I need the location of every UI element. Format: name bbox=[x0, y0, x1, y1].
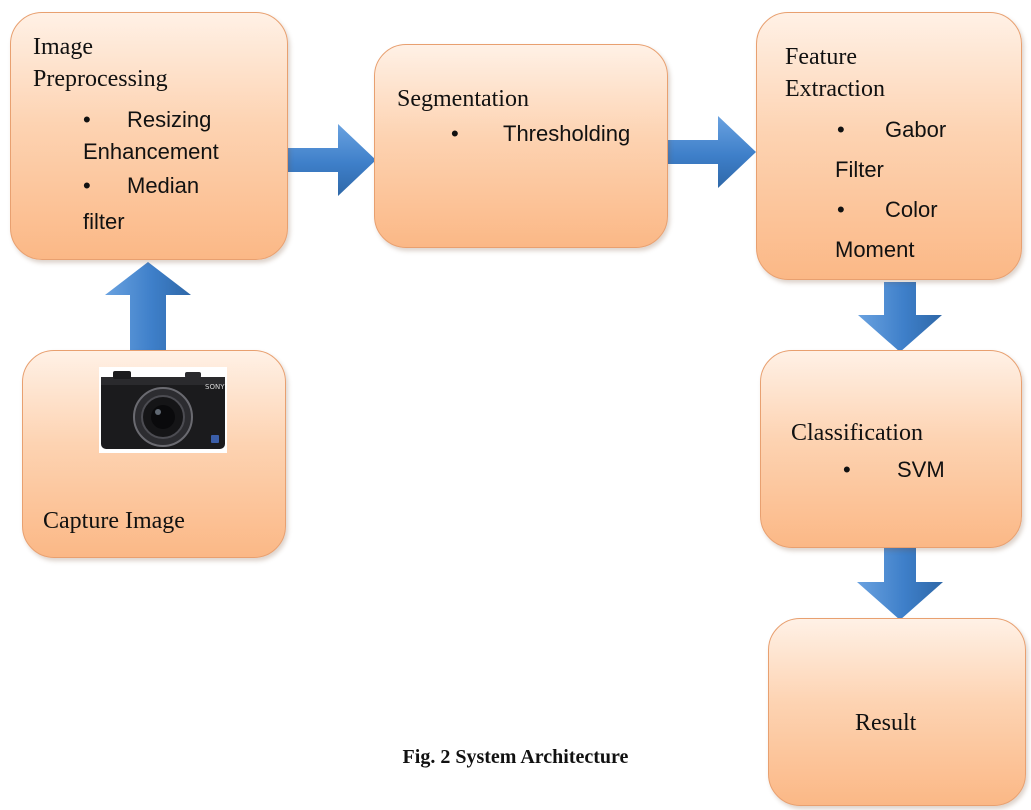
figure-caption: Fig. 2 System Architecture bbox=[0, 746, 1031, 769]
arrow-classification-to-result bbox=[857, 548, 943, 620]
node-segmentation: Segmentation • Thresholding bbox=[374, 44, 668, 248]
feature-item-filter: Filter bbox=[835, 157, 884, 182]
arrow-segmentation-to-feature-extraction bbox=[667, 116, 756, 188]
classification-item-svm: SVM bbox=[897, 457, 945, 482]
node-image-preprocessing: Image Preprocessing • Resizing Enhanceme… bbox=[10, 12, 288, 260]
preprocessing-item-median: Median bbox=[127, 173, 200, 198]
preprocessing-item-filter: filter bbox=[83, 209, 125, 234]
preprocessing-item-enhancement: Enhancement bbox=[83, 139, 219, 164]
node-classification: Classification • SVM bbox=[760, 350, 1022, 548]
segmentation-item-thresholding: Thresholding bbox=[503, 121, 631, 146]
feature-item-color: Color bbox=[885, 197, 938, 222]
preprocessing-title-line1: Image bbox=[33, 34, 93, 60]
preprocessing-item-resizing: Resizing bbox=[127, 107, 212, 132]
classification-title: Classification bbox=[791, 420, 923, 446]
segmentation-title: Segmentation bbox=[397, 86, 529, 112]
bullet-icon: • bbox=[83, 173, 91, 198]
feature-extraction-title-line1: Feature bbox=[785, 44, 857, 70]
feature-item-moment: Moment bbox=[835, 237, 915, 262]
camera-brand-label: SONY bbox=[205, 383, 225, 391]
arrow-capture-to-preprocessing bbox=[105, 262, 191, 355]
arrow-feature-extraction-to-classification bbox=[858, 282, 942, 352]
bullet-icon: • bbox=[837, 117, 845, 142]
camera-icon: SONY bbox=[99, 367, 227, 453]
capture-image-title: Capture Image bbox=[43, 508, 185, 534]
bullet-icon: • bbox=[451, 121, 459, 146]
node-feature-extraction: Feature Extraction • Gabor Filter • Colo… bbox=[756, 12, 1022, 280]
arrow-preprocessing-to-segmentation bbox=[287, 124, 376, 196]
result-title: Result bbox=[855, 710, 917, 736]
figure-caption-text: Fig. 2 System Architecture bbox=[402, 746, 629, 768]
feature-extraction-title-line2: Extraction bbox=[785, 76, 885, 102]
node-capture-image: SONY Capture Image bbox=[22, 350, 286, 558]
preprocessing-title-line2: Preprocessing bbox=[33, 66, 168, 92]
bullet-icon: • bbox=[83, 107, 91, 132]
bullet-icon: • bbox=[837, 197, 845, 222]
node-result: Result bbox=[768, 618, 1026, 806]
bullet-icon: • bbox=[843, 457, 851, 482]
feature-item-gabor: Gabor bbox=[885, 117, 947, 142]
